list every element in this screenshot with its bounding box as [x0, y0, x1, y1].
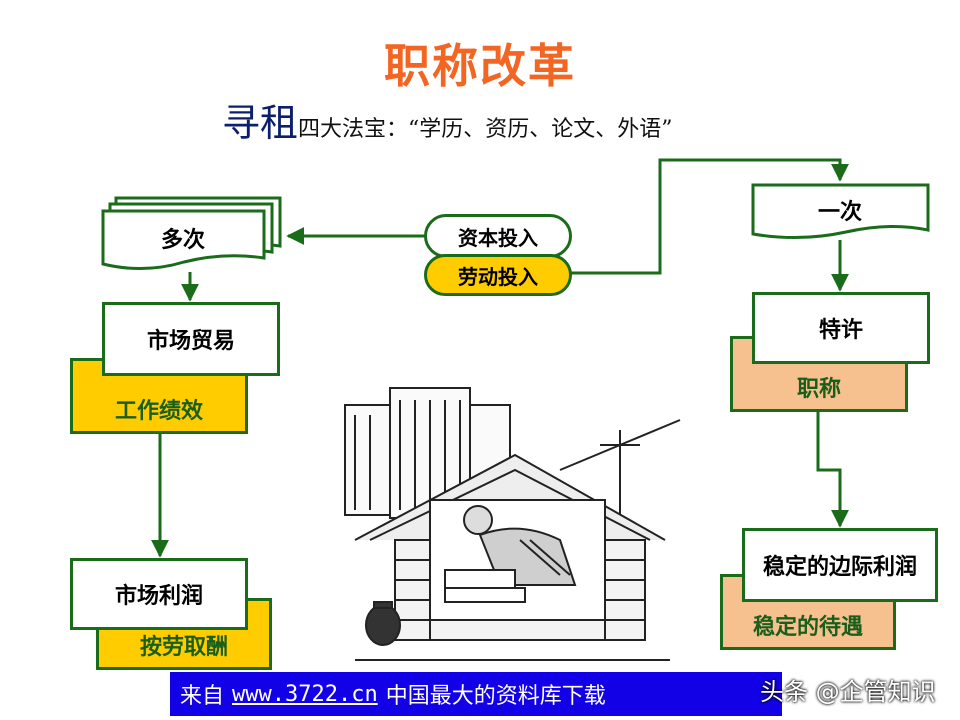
arrow-title-to-margin: [816, 410, 849, 528]
subtitle-small: 四大法宝：“学历、资历、论文、外语”: [298, 117, 673, 142]
labor-input-pill: 劳动投入: [424, 254, 572, 296]
house-illustration: [344, 387, 681, 661]
watermark: 头条 @企管知识: [760, 678, 936, 706]
footer-prefix: 来自: [180, 684, 225, 709]
footer-link[interactable]: www.3722.cn: [232, 681, 378, 707]
stable-margin-box: 稳定的边际利润: [742, 528, 938, 602]
multi-doc-front: [101, 209, 266, 270]
footer-suffix: 中国最大的资料库下载: [385, 684, 606, 709]
market-profit-box: 市场利润: [70, 558, 248, 630]
once-label: 一次: [817, 200, 862, 225]
subtitle-big: 寻租: [222, 101, 299, 145]
market-trade-box: 市场贸易: [102, 302, 280, 376]
franchise-box: 特许: [752, 292, 930, 364]
once-doc: [751, 183, 930, 240]
footer-banner: 来自 www.3722.cn 中国最大的资料库下载: [170, 672, 782, 716]
page-title: 职称改革: [384, 39, 576, 93]
capital-input-pill: 资本投入: [424, 214, 572, 258]
subtitle: 寻租四大法宝：“学历、资历、论文、外语”: [222, 92, 673, 147]
multi-label: 多次: [160, 228, 205, 253]
arrow-labor-to-once: [571, 158, 849, 275]
